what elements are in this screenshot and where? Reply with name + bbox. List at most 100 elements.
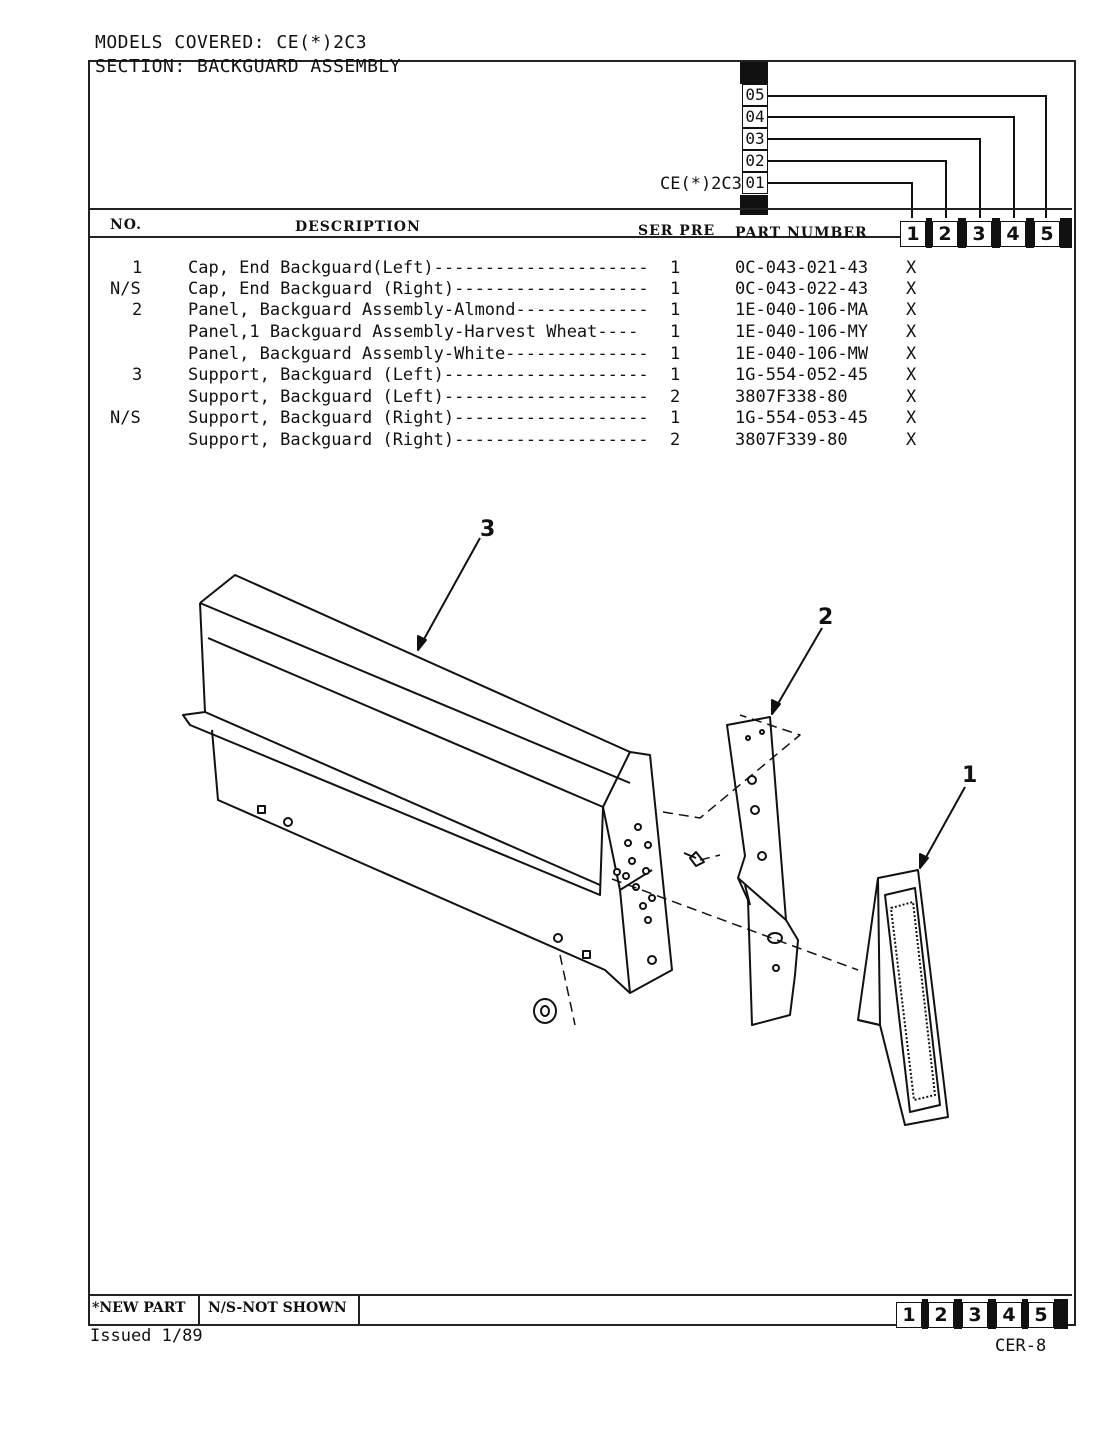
col-description: DESCRIPTION xyxy=(295,219,421,235)
parts-list: 1 Cap, End Backguard(Left)--------------… xyxy=(0,258,1100,458)
part-desc: Cap, End Backguard(Left)----------------… xyxy=(188,258,649,278)
parts-row: Panel,1 Backguard Assembly-Harvest Wheat… xyxy=(0,322,916,344)
part-qty: 1 xyxy=(670,279,681,299)
col-box-sep xyxy=(992,218,1000,248)
model-label: CE(*)2C3 xyxy=(660,174,742,194)
model-block-top xyxy=(740,62,768,84)
part-qty: 1 xyxy=(670,322,681,342)
part-qty: 1 xyxy=(670,408,681,428)
part-number: 3807F339-80 xyxy=(735,430,848,450)
col-box-sep xyxy=(1060,218,1072,248)
col-ser-pre: SER PRE xyxy=(638,223,716,239)
parts-row: Support, Backguard (Right)--------------… xyxy=(0,430,916,452)
footer-box-1: 1 xyxy=(896,1302,922,1328)
exploded-diagram: 3 2 1 xyxy=(182,517,977,1126)
col-box-5: 5 xyxy=(1034,221,1060,247)
footer-rule xyxy=(88,1294,1072,1296)
parts-row: N/S Support, Backguard (Right)----------… xyxy=(0,408,916,430)
footer-divider xyxy=(358,1294,360,1324)
part-desc: Support, Backguard (Right)--------------… xyxy=(188,408,649,428)
part-desc: Panel, Backguard Assembly-White---------… xyxy=(188,344,649,364)
footer-box-5: 5 xyxy=(1028,1302,1054,1328)
model-box-04: 04 xyxy=(742,106,768,128)
cap-end-backguard-drawing xyxy=(857,869,949,1126)
part-model-mark: X xyxy=(906,344,917,364)
part-number: 1E-040-106-MA xyxy=(735,300,869,320)
models-covered: MODELS COVERED: CE(*)2C3 xyxy=(95,32,368,53)
header-rule-bottom xyxy=(90,236,1072,238)
part-desc: Support, Backguard (Left)---------------… xyxy=(188,387,649,407)
part-model-mark: X xyxy=(906,387,917,407)
col-box-sep xyxy=(958,218,966,248)
footer-box-3: 3 xyxy=(962,1302,988,1328)
parts-row: N/S Cap, End Backguard (Right)----------… xyxy=(0,279,916,301)
part-model-mark: X xyxy=(906,408,917,428)
section-title: SECTION: BACKGUARD ASSEMBLY xyxy=(95,56,402,77)
part-qty: 1 xyxy=(670,344,681,364)
footer-box-sep xyxy=(988,1299,996,1329)
footer-divider xyxy=(198,1294,200,1324)
issued-date: Issued 1/89 xyxy=(90,1326,203,1346)
part-desc: Panel, Backguard Assembly-Almond--------… xyxy=(188,300,649,320)
model-box-01: 01 xyxy=(742,172,768,194)
part-no: 1 xyxy=(132,258,143,278)
col-box-1: 1 xyxy=(900,221,926,247)
col-box-2: 2 xyxy=(932,221,958,247)
model-connector-lines xyxy=(768,95,1047,218)
legend-new-part: *NEW PART xyxy=(92,1300,186,1316)
footer-box-sep xyxy=(1054,1299,1068,1329)
col-part-number: PART NUMBER xyxy=(735,225,868,241)
parts-row: Support, Backguard (Left)---------------… xyxy=(0,387,916,409)
panel-backguard-drawing xyxy=(726,716,799,1026)
part-desc: Cap, End Backguard (Right)--------------… xyxy=(188,279,649,299)
model-block-bottom xyxy=(740,195,768,215)
part-number: 1E-040-106-MW xyxy=(735,344,869,364)
parts-row: Panel, Backguard Assembly-White---------… xyxy=(0,344,916,366)
legend-not-shown: N/S-NOT SHOWN xyxy=(208,1300,347,1316)
part-model-mark: X xyxy=(906,279,917,299)
part-number: 1E-040-106-MY xyxy=(735,322,869,342)
col-box-3: 3 xyxy=(966,221,992,247)
model-box-03: 03 xyxy=(742,128,768,150)
parts-row: 2 Panel, Backguard Assembly-Almond------… xyxy=(0,300,916,322)
part-desc: Support, Backguard (Right)--------------… xyxy=(188,430,649,450)
footer-box-sep xyxy=(922,1299,928,1329)
model-box-02: 02 xyxy=(742,150,768,172)
callout-2: 2 xyxy=(818,605,833,630)
part-qty: 2 xyxy=(670,430,681,450)
page-frame xyxy=(88,60,1076,1326)
part-number: 1G-554-053-45 xyxy=(735,408,869,428)
footer-box-sep xyxy=(1022,1299,1028,1329)
part-model-mark: X xyxy=(906,365,917,385)
part-number: 1G-554-052-45 xyxy=(735,365,869,385)
part-qty: 1 xyxy=(670,258,681,278)
parts-row: 1 Cap, End Backguard(Left)--------------… xyxy=(0,258,916,280)
part-model-mark: X xyxy=(906,430,917,450)
part-no: 2 xyxy=(132,300,143,320)
part-no: N/S xyxy=(110,408,141,428)
part-qty: 1 xyxy=(670,300,681,320)
footer-box-sep xyxy=(954,1299,962,1329)
part-number: 0C-043-021-43 xyxy=(735,258,869,278)
parts-row: 3 Support, Backguard (Left)-------------… xyxy=(0,365,916,387)
model-box-05: 05 xyxy=(742,84,768,106)
support-backguard-drawing xyxy=(182,574,705,1024)
header-rule-top xyxy=(90,208,1072,210)
part-no: 3 xyxy=(132,365,143,385)
col-box-sep xyxy=(1026,218,1034,248)
part-desc: Panel,1 Backguard Assembly-Harvest Wheat… xyxy=(188,322,639,342)
col-no: NO. xyxy=(110,217,143,233)
col-box-4: 4 xyxy=(1000,221,1026,247)
part-model-mark: X xyxy=(906,300,917,320)
part-qty: 1 xyxy=(670,365,681,385)
part-no: N/S xyxy=(110,279,141,299)
footer-box-4: 4 xyxy=(996,1302,1022,1328)
part-desc: Support, Backguard (Left)---------------… xyxy=(188,365,649,385)
part-qty: 2 xyxy=(670,387,681,407)
part-model-mark: X xyxy=(906,258,917,278)
callout-1: 1 xyxy=(962,763,977,788)
part-number: 3807F338-80 xyxy=(735,387,848,407)
footer-box-2: 2 xyxy=(928,1302,954,1328)
callout-3: 3 xyxy=(480,517,495,542)
part-model-mark: X xyxy=(906,322,917,342)
